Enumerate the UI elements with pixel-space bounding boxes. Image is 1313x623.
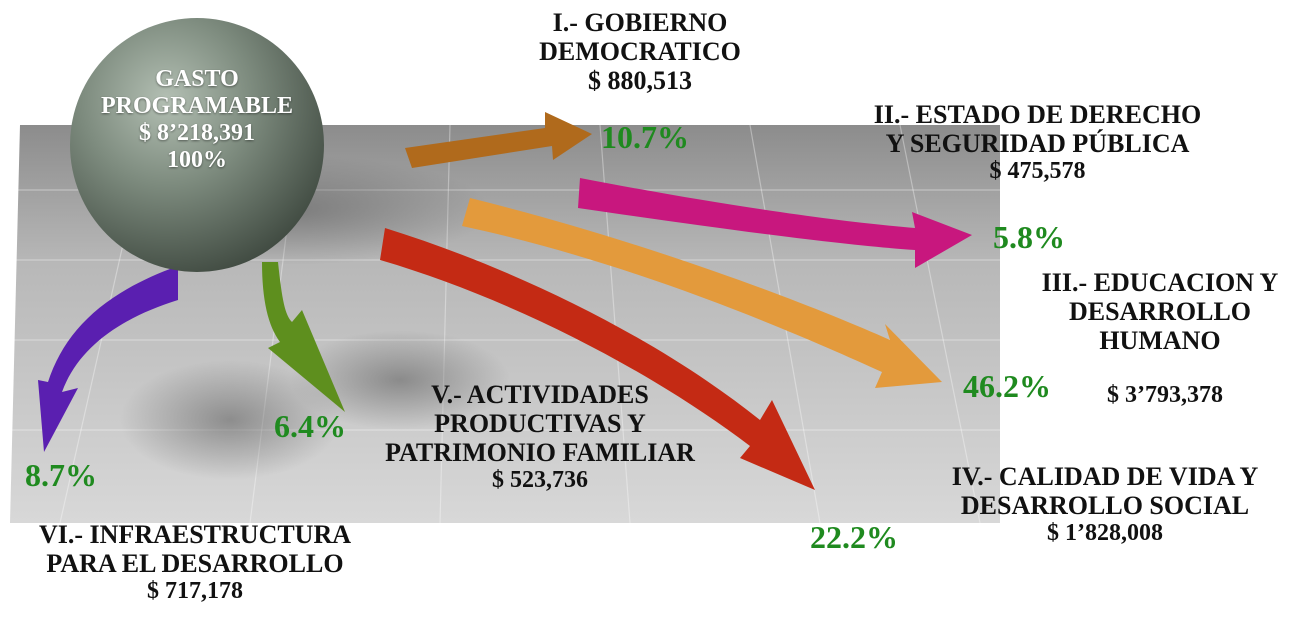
branch-title: DESARROLLO <box>1068 297 1252 327</box>
percent-estado-derecho: 5.8% <box>993 219 1065 255</box>
center-amount: $ 8’218,391 <box>139 119 255 146</box>
label-infraestructura: VI.- INFRAESTRUCTURA PARA EL DESARROLLO … <box>5 520 385 605</box>
branch-title: DESARROLLO SOCIAL <box>960 491 1250 521</box>
branch-title: VI.- INFRAESTRUCTURA <box>38 520 352 549</box>
branch-title: DEMOCRATICO <box>539 37 741 67</box>
branch-amount: $ 1’828,008 <box>1047 520 1163 547</box>
arrow-estado-derecho <box>578 178 972 268</box>
label-gobierno-democratico: I.- GOBIERNO DEMOCRATICO $ 880,513 <box>490 8 790 95</box>
center-title-line1: GASTO <box>155 66 239 92</box>
branch-title: HUMANO <box>1099 326 1221 356</box>
branch-title: PATRIMONIO FAMILIAR <box>385 438 695 468</box>
percent-infraestructura: 8.7% <box>25 457 97 493</box>
arrow-shadow <box>120 360 340 480</box>
branch-title: PRODUCTIVAS Y <box>434 409 646 439</box>
label-educacion: III.- EDUCACION Y DESARROLLO HUMANO <box>1010 268 1310 355</box>
arrow-shadow <box>290 330 510 430</box>
branch-title: IV.- CALIDAD DE VIDA Y <box>951 462 1259 491</box>
arrow-gobierno-democratico <box>405 112 592 168</box>
amount-educacion: $ 3’793,378 <box>1107 382 1223 408</box>
label-estado-derecho: II.- ESTADO DE DERECHO Y SEGURIDAD PÚBLI… <box>835 100 1240 185</box>
percent-actividades-productivas: 6.4% <box>274 408 346 444</box>
branch-title: Y SEGURIDAD PÚBLICA <box>885 129 1190 159</box>
percent-educacion: 46.2% <box>963 368 1051 404</box>
branch-title: PARA EL DESARROLLO <box>46 549 344 579</box>
branch-title: II.- ESTADO DE DERECHO <box>873 100 1202 129</box>
center-percent: 100% <box>167 146 227 173</box>
center-label: GASTO PROGRAMABLE $ 8’218,391 100% <box>62 66 332 174</box>
branch-title: I.- GOBIERNO <box>552 8 728 37</box>
label-calidad-vida: IV.- CALIDAD DE VIDA Y DESARROLLO SOCIAL… <box>900 462 1310 547</box>
branch-amount: $ 880,513 <box>588 66 692 96</box>
branch-amount: $ 717,178 <box>147 578 243 605</box>
arrow-actividades-productivas <box>262 262 345 412</box>
arrow-educacion <box>462 198 942 388</box>
branch-title: V.- ACTIVIDADES <box>431 380 649 409</box>
branch-title: III.- EDUCACION Y <box>1041 268 1279 297</box>
branch-amount: $ 523,736 <box>492 467 588 494</box>
branch-amount: $ 475,578 <box>989 158 1086 185</box>
percent-gobierno-democratico: 10.7% <box>601 119 689 155</box>
percent-calidad-vida: 22.2% <box>810 519 898 555</box>
label-actividades-productivas: V.- ACTIVIDADES PRODUCTIVAS Y PATRIMONIO… <box>330 380 750 494</box>
gasto-programable-sphere <box>70 18 324 272</box>
center-title-line2: PROGRAMABLE <box>101 92 293 119</box>
arrow-infraestructura <box>38 266 178 452</box>
arrow-calidad-vida <box>380 228 815 490</box>
